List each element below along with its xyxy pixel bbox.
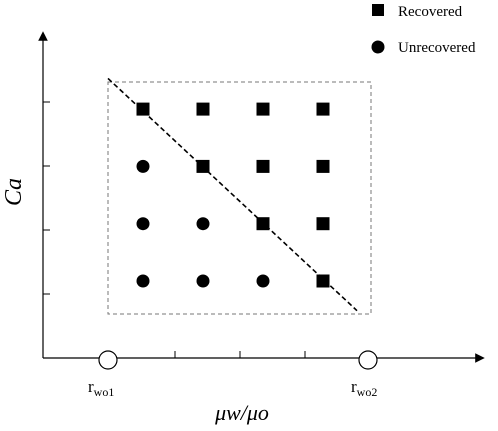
unrecovered-point <box>196 217 210 231</box>
x-tick-marker-rwo1 <box>98 350 118 370</box>
y-axis-title: Ca <box>1 178 27 206</box>
x-ticks <box>174 351 306 358</box>
unrecovered-point <box>136 274 150 288</box>
recovered-point <box>316 274 330 288</box>
parameter-region-box <box>107 81 372 315</box>
unrecovered-point <box>196 274 210 288</box>
x-tick-marker-rwo2 <box>358 350 378 370</box>
legend-circle-marker <box>371 40 385 54</box>
unrecovered-point <box>136 159 150 173</box>
x-tick-label-rwo1: rwo1 <box>88 377 114 399</box>
recovered-point <box>136 102 150 116</box>
recovered-point <box>316 217 330 231</box>
legend-square-marker <box>372 4 384 16</box>
y-ticks <box>43 101 50 295</box>
recovered-point <box>196 159 210 173</box>
x-tick-label-rwo2: rwo2 <box>351 377 377 399</box>
recovered-point <box>256 217 270 231</box>
recovered-point <box>316 159 330 173</box>
data-markers <box>136 102 330 288</box>
unrecovered-point <box>256 274 270 288</box>
recovered-point <box>256 102 270 116</box>
legend-label-recovered: Recovered <box>398 4 463 20</box>
recovered-point <box>196 102 210 116</box>
legend-label-unrecovered: Unrecovered <box>398 40 476 56</box>
recovered-point <box>256 159 270 173</box>
recovered-point <box>316 102 330 116</box>
boundary-dashed-line <box>107 77 358 312</box>
unrecovered-point <box>136 217 150 231</box>
x-axis-title: μw/μo <box>214 400 269 425</box>
legend: Recovered Unrecovered <box>371 4 476 56</box>
